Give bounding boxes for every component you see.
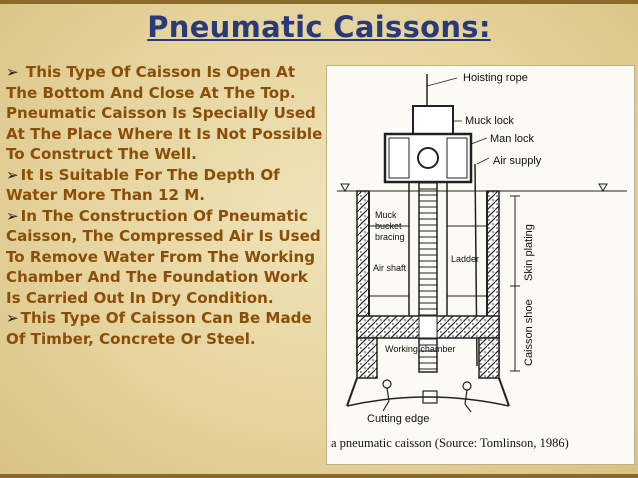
paragraph-4: ➢This Type Of Caisson Can Be Made Of Tim… [6,309,312,348]
paragraph-1: ➢ This Type Of Caisson Is Open At The Bo… [6,63,323,163]
label-air-shaft: Air shaft [373,263,407,273]
paragraph-2: ➢It Is Suitable For The Depth Of Water M… [6,165,280,205]
body-text: ➢ This Type Of Caisson Is Open At The Bo… [6,62,324,349]
label-working-chamber: Working chamber [385,344,455,354]
slide-title: Pneumatic Caissons: [147,10,491,44]
label-bucket: bucket [375,221,402,231]
label-caisson-shoe: Caisson shoe [523,299,535,366]
arrow-bullet-icon: ➢ [6,63,19,81]
caisson-figure: Hoisting rope Muck lock Man lock Air sup… [326,65,635,465]
label-cutting-edge: Cutting edge [367,413,429,425]
label-skin-plating: Skin plating [523,224,535,281]
arrow-bullet-icon: ➢ [6,206,19,225]
label-man-lock: Man lock [490,133,535,145]
label-muck: Muck [375,210,397,220]
label-ladder: Ladder [451,254,479,264]
figure-caption: a pneumatic caisson (Source: Tomlinson, … [331,436,569,450]
arrow-bullet-icon: ➢ [6,309,19,327]
label-air-supply: Air supply [493,155,542,167]
label-muck-lock: Muck lock [465,115,514,127]
label-hoisting-rope: Hoisting rope [463,72,528,84]
arrow-bullet-icon: ➢ [6,165,19,184]
caisson-diagram: Hoisting rope Muck lock Man lock Air sup… [337,72,627,425]
label-bracing: bracing [375,232,405,242]
paragraph-3: ➢In The Construction Of Pneumatic Caisso… [6,206,321,307]
